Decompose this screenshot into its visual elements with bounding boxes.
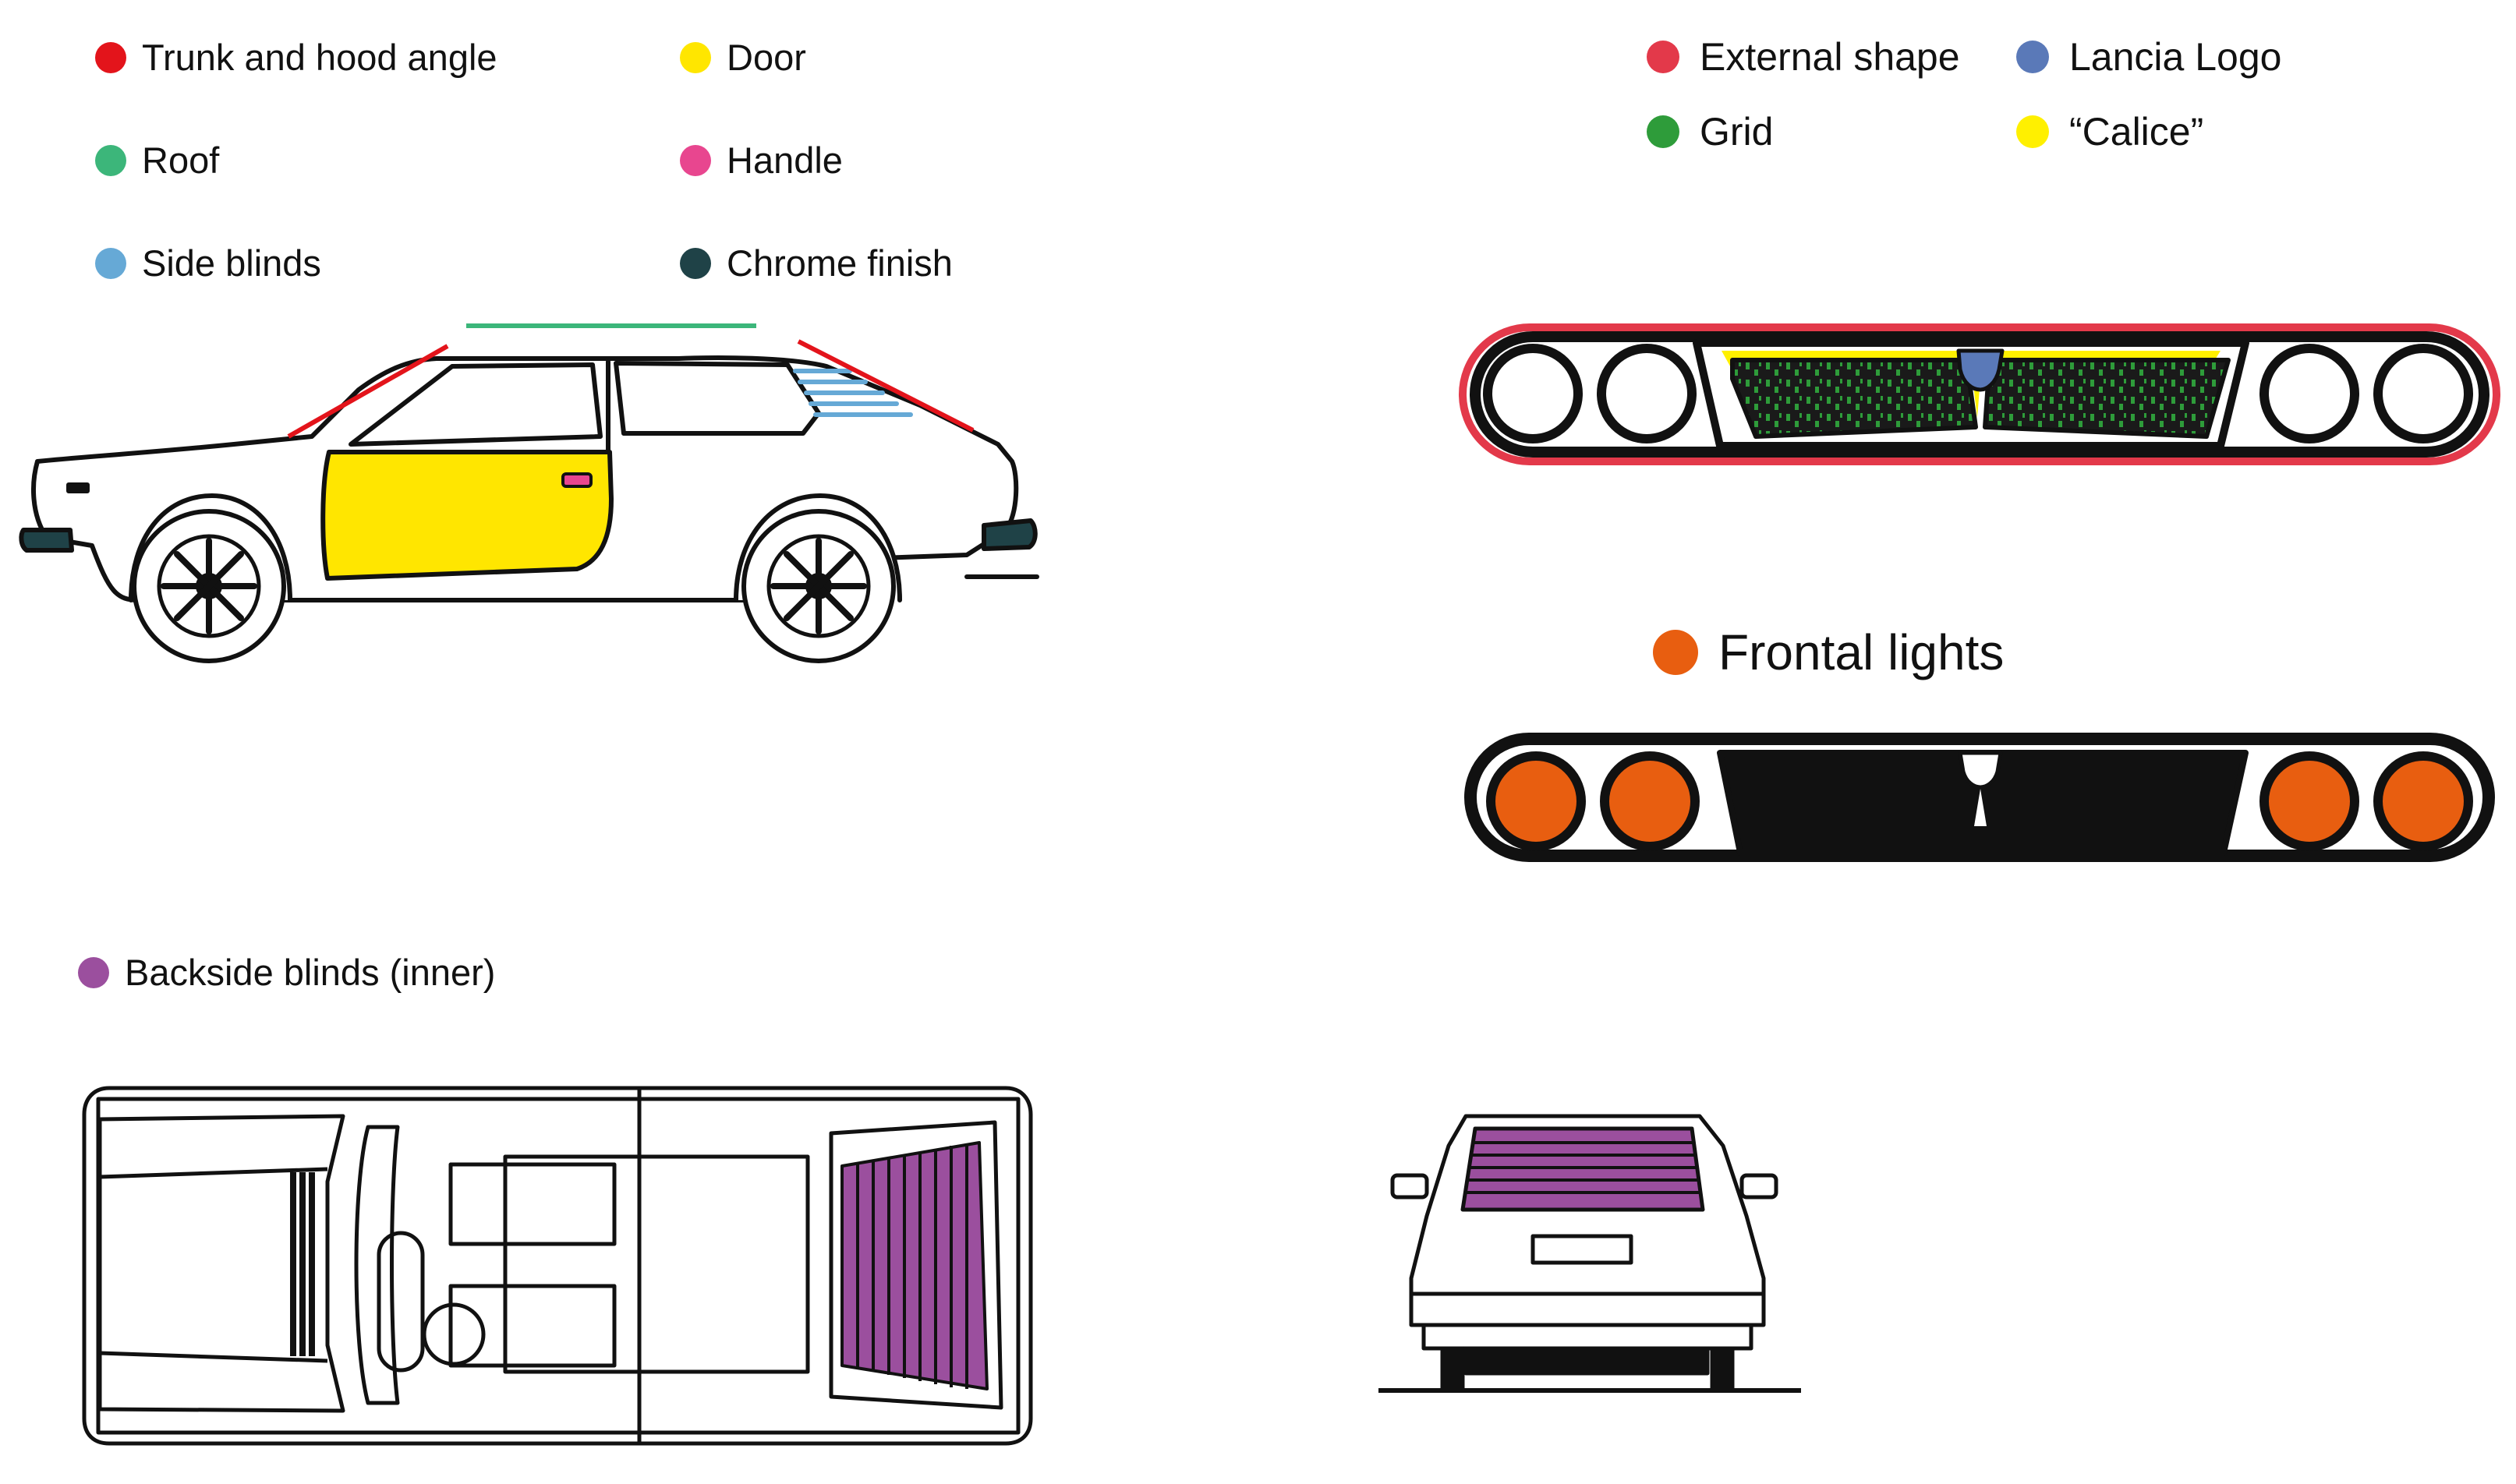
legend-label: Chrome finish <box>727 242 953 284</box>
legend-chrome-finish: Chrome finish <box>680 242 953 284</box>
headlight-right-inner <box>2259 344 2359 443</box>
external-shape-dot <box>1647 41 1679 73</box>
handle-dot <box>680 144 711 176</box>
legend-label: Backside blinds (inner) <box>125 952 496 993</box>
frontal-lights-dot <box>1653 630 1698 675</box>
grid-dot <box>1647 115 1679 148</box>
lancia-logo-dot <box>2016 41 2049 73</box>
legend-side-blinds: Side blinds <box>95 242 321 284</box>
door-handle <box>561 472 593 488</box>
frontal-light-2 <box>1600 751 1700 851</box>
legend-handle: Handle <box>680 139 843 182</box>
windshield <box>354 1125 400 1405</box>
legend-label: External shape <box>1700 35 1960 79</box>
door-panel <box>320 450 614 581</box>
engine-vents <box>290 1172 315 1356</box>
steering-column <box>377 1231 425 1373</box>
grid-right <box>1983 358 2231 439</box>
headlight-left-outer <box>1483 344 1583 443</box>
rear-plate <box>1530 1234 1633 1265</box>
rear-spokes <box>770 538 867 634</box>
legend-roof: Roof <box>95 139 219 182</box>
front-grille-lights <box>1464 733 2495 862</box>
front-grille-colored <box>1459 323 2500 465</box>
legend-label: Door <box>727 37 806 78</box>
backside-blinds-dot <box>78 956 109 988</box>
side-view-car <box>19 355 1039 663</box>
backside-blinds-top <box>840 1141 989 1390</box>
hood-panel <box>97 1114 345 1413</box>
side-blinds <box>793 369 913 417</box>
trunk-angle-line <box>797 339 975 433</box>
grid-left <box>1730 358 1978 439</box>
legend-label: Side blinds <box>142 242 321 284</box>
front-spokes <box>161 538 257 634</box>
legend-label: Frontal lights <box>1718 624 2005 680</box>
legend-label: Grid <box>1700 110 1774 154</box>
frontal-light-3 <box>2259 751 2359 851</box>
legend-label: Trunk and hood angle <box>142 37 497 78</box>
front-seat-left <box>448 1162 617 1246</box>
rear-view-car <box>1378 1114 1801 1393</box>
rear-side-window <box>614 361 821 436</box>
legend-calice: “Calice” <box>2016 109 2203 154</box>
legend-backside-blinds: Backside blinds (inner) <box>78 951 495 994</box>
legend-frontal-lights: Frontal lights <box>1653 624 2004 681</box>
door-dot <box>680 41 711 73</box>
legend-label: Handle <box>727 140 843 181</box>
headlight-left-inner <box>1597 344 1697 443</box>
rear-bumper <box>1421 1323 1753 1351</box>
cabin-floor <box>503 1154 810 1374</box>
legend-label: Lancia Logo <box>2069 35 2282 79</box>
frontal-light-4 <box>2373 751 2473 851</box>
trunk-hood-dot <box>95 41 126 73</box>
front-bumper-chrome <box>19 528 74 553</box>
front-window <box>349 362 603 447</box>
top-view-car <box>82 1086 1033 1446</box>
rear-bumper-chrome <box>982 518 1038 551</box>
legend-grid: Grid <box>1647 109 1773 154</box>
front-seat-right <box>448 1284 617 1368</box>
legend-trunk-hood-angle: Trunk and hood angle <box>95 36 497 79</box>
legend-label: Roof <box>142 140 220 181</box>
calice-dot <box>2016 115 2049 148</box>
legend-label: “Calice” <box>2069 110 2204 154</box>
frontal-light-1 <box>1486 751 1586 851</box>
legend-external-shape: External shape <box>1647 34 1960 80</box>
backside-blinds-rear <box>1466 1141 1701 1194</box>
grille-logo-outline <box>1958 751 2003 790</box>
legend-door: Door <box>680 36 806 79</box>
headlight-right-outer <box>2373 344 2473 443</box>
side-blinds-dot <box>95 247 126 279</box>
roof-dot <box>95 144 126 176</box>
lancia-logo-shield <box>1956 348 2005 392</box>
chrome-dot <box>680 247 711 279</box>
legend-lancia-logo: Lancia Logo <box>2016 34 2281 80</box>
hood-angle-line <box>287 344 449 439</box>
